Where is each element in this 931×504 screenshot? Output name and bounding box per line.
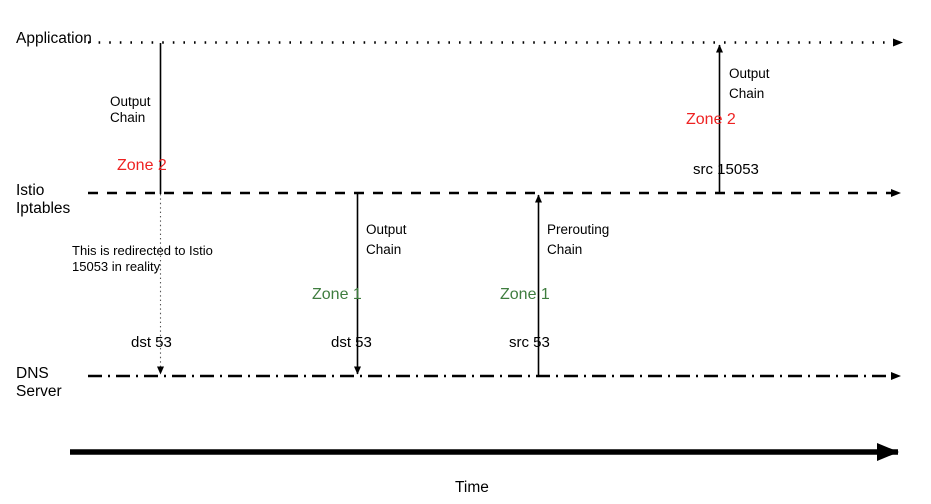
flow-3-port-label: src 53 xyxy=(509,334,550,351)
flow-1-note-line2: 15053 in reality xyxy=(72,259,161,274)
flow-3-zone-badge: Zone 1 xyxy=(500,286,550,303)
flow-2-port-label: dst 53 xyxy=(331,334,372,351)
lane-label-istio-line1: Istio xyxy=(16,182,45,199)
flow-4-chain-line1: Output xyxy=(729,66,770,81)
flow-1-zone-badge: Zone 2 xyxy=(117,157,167,174)
flow-1-note-line1: This is redirected to Istio xyxy=(72,243,213,258)
flow-2-chain-line1: Output xyxy=(366,222,407,237)
time-axis-label: Time xyxy=(455,479,489,496)
flow-3-chain-line2: Chain xyxy=(547,242,583,257)
flow-4-zone-badge: Zone 2 xyxy=(686,111,736,128)
flow-1-port-label: dst 53 xyxy=(131,334,172,351)
lane-label-application: Application xyxy=(16,30,92,47)
lane-label-istio-line2: Iptables xyxy=(16,200,71,217)
lane-label-dns-line2: Server xyxy=(16,383,62,400)
lane-label-dns-line1: DNS xyxy=(16,365,49,382)
flow-2-zone-badge: Zone 1 xyxy=(312,286,362,303)
flow-4-port-label: src 15053 xyxy=(693,161,759,178)
flow-2-chain-line2: Chain xyxy=(366,242,402,257)
flow-3-chain-line1: Prerouting xyxy=(547,222,610,237)
flow-1-chain-line1: Output xyxy=(110,94,151,109)
flow-4-chain-line2: Chain xyxy=(729,86,765,101)
flow-1-chain-line2: Chain xyxy=(110,110,146,125)
